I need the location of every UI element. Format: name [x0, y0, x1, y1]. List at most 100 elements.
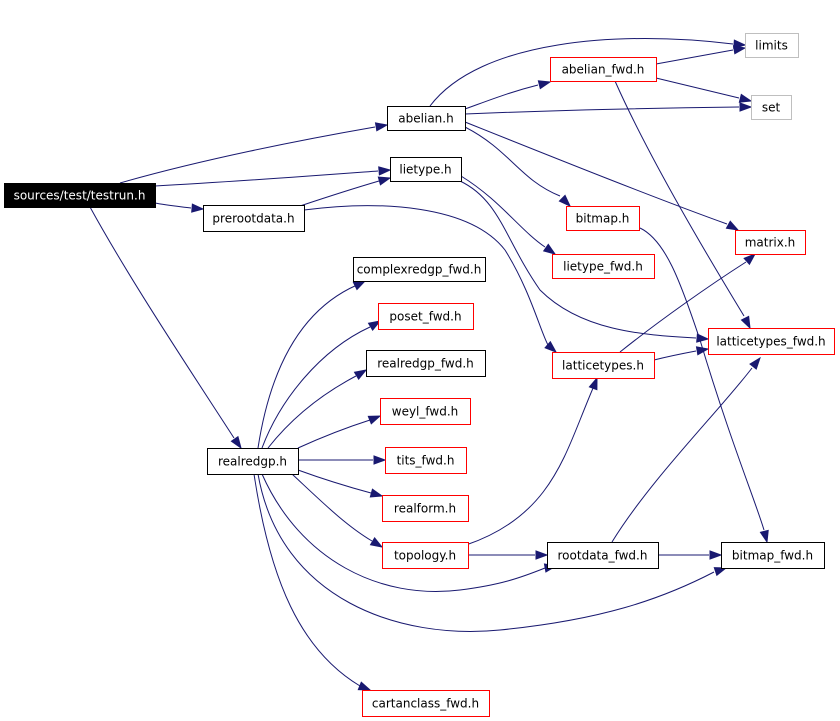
node-box — [708, 328, 835, 355]
node-label: latticetypes_fwd.h — [716, 335, 825, 349]
node-box — [385, 447, 467, 474]
edge-line — [154, 202, 192, 209]
node-label: sources/test/testrun.h — [14, 189, 146, 203]
edge-arrowhead — [357, 681, 372, 691]
node-latticetypes[interactable]: latticetypes.h — [552, 352, 655, 379]
node-label: cartanclass_fwd.h — [372, 697, 479, 711]
node-box — [566, 206, 640, 231]
dependency-edge — [614, 80, 751, 330]
edge-line — [464, 106, 740, 115]
dependency-edge — [89, 206, 242, 450]
dependency-edge — [460, 175, 557, 255]
node-box — [380, 398, 471, 425]
edge-arrowhead — [373, 455, 387, 465]
node-realredgp-fwd[interactable]: realredgp_fwd.h — [366, 350, 486, 377]
edge-arrowhead — [369, 488, 384, 498]
dependency-edge — [261, 473, 558, 592]
edge-line — [639, 227, 765, 531]
node-prerootdata[interactable]: prerootdata.h — [203, 205, 305, 232]
node-label: abelian.h — [398, 112, 453, 126]
node-weyl-fwd[interactable]: weyl_fwd.h — [380, 398, 471, 425]
dependency-edge — [257, 473, 728, 632]
node-matrix[interactable]: matrix.h — [735, 230, 806, 255]
edge-line — [119, 126, 376, 184]
node-bitmap[interactable]: bitmap.h — [566, 206, 640, 231]
edge-line — [611, 367, 753, 543]
edge-line — [653, 350, 697, 361]
node-box — [552, 254, 655, 279]
edge-arrowhead — [353, 369, 368, 380]
node-box — [382, 542, 469, 569]
edge-line — [655, 77, 740, 99]
dependency-edge — [297, 415, 382, 449]
edge-arrowhead — [739, 102, 753, 112]
node-box — [552, 352, 655, 379]
dependency-edge — [655, 45, 747, 65]
edge-line — [261, 473, 546, 592]
node-label: poset_fwd.h — [389, 310, 461, 324]
edge-arrowhead — [695, 346, 710, 356]
node-complexredgp-fwd[interactable]: complexredgp_fwd.h — [353, 257, 486, 282]
node-latticetypes-fwd[interactable]: latticetypes_fwd.h — [708, 328, 835, 355]
dependency-edge — [465, 376, 598, 546]
edge-arrowhead — [544, 340, 558, 353]
dependency-edges — [89, 38, 769, 691]
node-label: realform.h — [394, 502, 456, 516]
edge-line — [253, 473, 361, 687]
node-box — [366, 350, 486, 377]
node-label: matrix.h — [745, 236, 796, 250]
edge-arrowhead — [374, 122, 389, 132]
edge-arrowhead — [367, 320, 382, 331]
dependency-edge — [619, 253, 757, 353]
dependency-edge — [653, 346, 710, 361]
edge-arrowhead — [740, 315, 751, 330]
node-label: set — [762, 101, 781, 115]
edge-line — [429, 38, 734, 107]
node-label: lietype.h — [399, 163, 451, 177]
edge-line — [261, 326, 371, 449]
edge-line — [297, 469, 372, 494]
node-lietype-fwd[interactable]: lietype_fwd.h — [552, 254, 655, 279]
node-topology[interactable]: topology.h — [382, 542, 469, 569]
edge-arrowhead — [759, 529, 769, 544]
edge-arrowhead — [732, 45, 747, 55]
edge-arrowhead — [542, 243, 557, 255]
edge-line — [154, 170, 379, 187]
dependency-edge — [639, 227, 769, 544]
edge-line — [257, 284, 358, 449]
edge-line — [89, 206, 235, 439]
node-abelian[interactable]: abelian.h — [387, 106, 466, 131]
node-tits-fwd[interactable]: tits_fwd.h — [385, 447, 467, 474]
dependency-edge — [655, 77, 753, 103]
node-bitmap-fwd[interactable]: bitmap_fwd.h — [721, 542, 825, 569]
node-abelian-fwd[interactable]: abelian_fwd.h — [550, 57, 657, 82]
dependency-edge — [297, 469, 384, 498]
edge-line — [291, 473, 373, 542]
dependency-edge — [658, 550, 723, 560]
edge-arrowhead — [743, 253, 757, 266]
node-rootdata-fwd[interactable]: rootdata_fwd.h — [547, 542, 659, 569]
dependency-edge — [154, 166, 392, 187]
node-label: prerootdata.h — [212, 212, 294, 226]
edge-arrowhead — [367, 415, 382, 425]
node-box — [550, 57, 657, 82]
edge-arrowhead — [558, 194, 572, 208]
node-cartanclass-fwd[interactable]: cartanclass_fwd.h — [362, 690, 490, 717]
node-testrun[interactable]: sources/test/testrun.h — [4, 183, 156, 208]
node-poset-fwd[interactable]: poset_fwd.h — [378, 303, 474, 330]
dependency-edge — [303, 205, 558, 353]
edge-line — [655, 49, 734, 65]
node-box — [203, 205, 305, 232]
edge-line — [465, 385, 595, 546]
node-limits[interactable]: limits — [745, 33, 799, 58]
dependency-edge — [119, 122, 389, 184]
dependency-edge — [297, 455, 387, 465]
node-realform[interactable]: realform.h — [382, 495, 469, 522]
dependency-edge — [464, 121, 740, 231]
node-set[interactable]: set — [751, 95, 792, 120]
edge-arrowhead — [725, 220, 740, 231]
node-realredgp[interactable]: realredgp.h — [207, 448, 299, 475]
edge-arrowhead — [713, 567, 728, 577]
node-lietype[interactable]: lietype.h — [390, 157, 462, 182]
dependency-edge — [257, 280, 367, 449]
